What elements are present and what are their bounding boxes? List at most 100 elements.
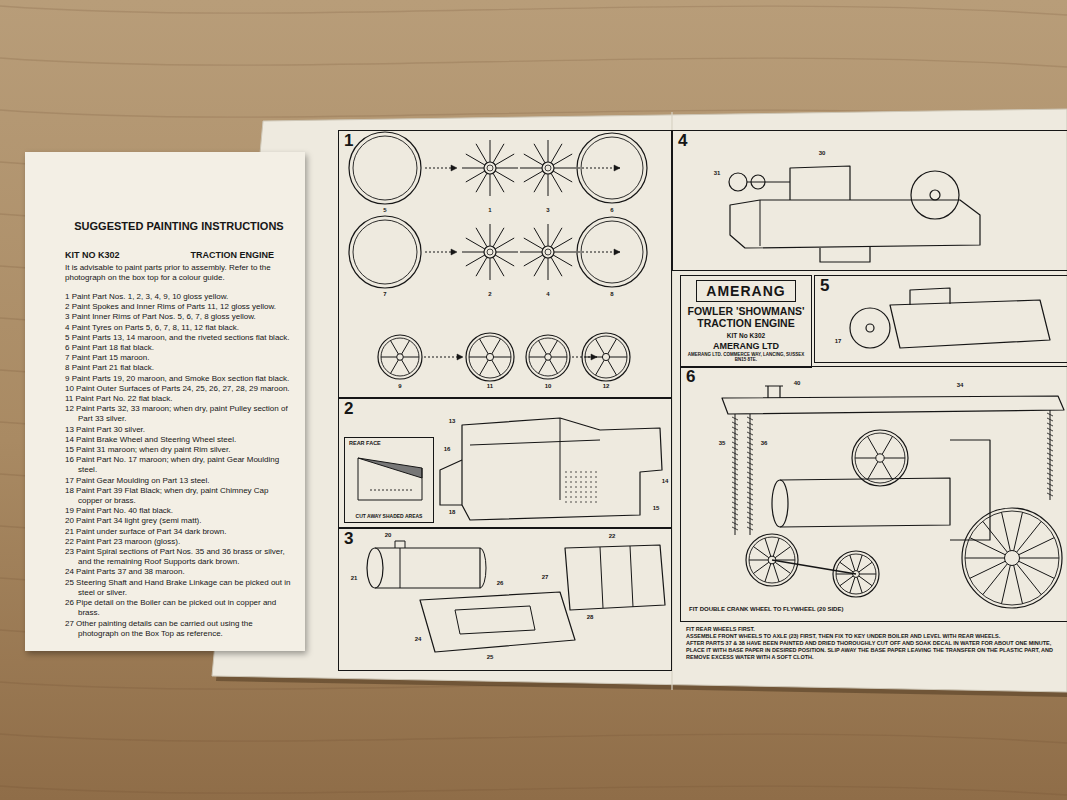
tender-detail: [600, 546, 633, 608]
firebox-flap: [440, 460, 462, 505]
step-number: 3: [344, 530, 353, 547]
painting-step: 5 Paint Parts 13, 14 maroon, and the riv…: [65, 333, 293, 343]
kit-title: FOWLER 'SHOWMANS' TRACTION ENGINE: [685, 306, 807, 329]
callout-number: 25: [482, 654, 498, 660]
cut-line: [370, 490, 412, 491]
painting-step: 21 Paint under surface of Part 34 dark b…: [65, 527, 293, 537]
chassis-detail: [760, 200, 761, 246]
callout-number: 31: [709, 170, 725, 176]
rivet-dot: [580, 496, 581, 497]
flywheel: [876, 454, 884, 462]
wheel-spokes: [520, 140, 576, 196]
painting-step: 6 Paint Part 18 flat black.: [65, 343, 293, 353]
wood-grain: [0, 58, 1067, 67]
notes-block: FIT REAR WHEELS FIRST.ASSEMBLE FRONT WHE…: [686, 626, 1058, 660]
painting-step: 15 Paint 31 maroon; when dry paint Rim s…: [65, 445, 293, 455]
painting-step: 12 Paint Parts 32, 33 maroon; when dry, …: [65, 404, 293, 424]
wheel-hub: [542, 162, 554, 174]
painting-step: 4 Paint Tyres on Parts 5, 6, 7, 8, 11, 1…: [65, 323, 293, 333]
rivet-dot: [575, 496, 576, 497]
front-wheel: [469, 336, 511, 378]
rivet-dot: [590, 496, 591, 497]
rivet-dot: [565, 501, 566, 502]
rivet-dot: [565, 496, 566, 497]
callout-number: 8: [604, 291, 620, 297]
rear-wheel: [1005, 551, 1020, 566]
rear-face-outline: [358, 458, 422, 500]
rivet-dot: [575, 471, 576, 472]
front-wheel: [381, 341, 419, 374]
front-wheel: [526, 335, 570, 379]
gear-wheel: [729, 173, 747, 191]
step-panel: 5: [814, 275, 1067, 363]
assembly-note: ASSEMBLE FRONT WHEELS TO AXLE (23) FIRST…: [686, 633, 1058, 640]
instruction-card: SUGGESTED PAINTING INSTRUCTIONSKIT NO K3…: [25, 152, 305, 651]
company-address: AMERANG LTD. COMMERCE WAY, LANCING, SUSS…: [685, 353, 807, 363]
roof-support: [735, 414, 736, 535]
rear-wheel: [965, 511, 1059, 605]
callout-number: 40: [789, 380, 805, 386]
engine-body: [890, 300, 1050, 348]
rivet-dot: [595, 476, 596, 477]
flywheel: [911, 171, 959, 219]
rivet-dot: [580, 481, 581, 482]
roof-support: [750, 414, 751, 535]
step-number: 4: [678, 132, 687, 149]
wheel-hub: [487, 165, 493, 171]
smoke-box: [772, 480, 788, 527]
company-name: AMERANG LTD: [685, 341, 807, 351]
arrow-head: [591, 354, 597, 360]
rivet-dot: [590, 491, 591, 492]
rivet-dot: [595, 486, 596, 487]
front-axle: [772, 560, 856, 574]
mounting-block: [820, 247, 870, 262]
assembly-note: AFTER PARTS 37 & 38 HAVE BEEN PAINTED AN…: [686, 640, 1058, 661]
painting-step: 7 Paint Part 15 maroon.: [65, 353, 293, 363]
step-panel: 1: [338, 130, 672, 398]
rivet-dot: [570, 486, 571, 487]
chassis-part: [730, 200, 980, 248]
assembly-note: FIT REAR WHEELS FIRST.: [686, 626, 1058, 633]
rivet-dot: [580, 471, 581, 472]
wheel-hub: [542, 246, 554, 258]
rivet-dot: [595, 501, 596, 502]
rivet-dot: [590, 471, 591, 472]
cylinder-block: [790, 166, 850, 200]
painting-step: 10 Paint Outer Surfaces of Parts 24, 25,…: [65, 384, 293, 394]
card-heading: SUGGESTED PAINTING INSTRUCTIONS: [65, 220, 293, 232]
step-panel: 2REAR FACECUT AWAY SHADED AREAS: [338, 398, 672, 528]
rivet-dot: [585, 476, 586, 477]
wheel-tyre: [577, 217, 647, 287]
wood-grain: [0, 786, 1067, 795]
callout-number: 4: [540, 291, 556, 297]
boiler-end: [480, 548, 486, 588]
rivet-dot: [565, 486, 566, 487]
rivet-dot: [595, 471, 596, 472]
rivet-dot: [585, 481, 586, 482]
arrow-head: [614, 249, 620, 255]
wheel-hub: [484, 246, 496, 258]
inset-box: REAR FACECUT AWAY SHADED AREAS: [344, 437, 434, 523]
rivet-dot: [580, 501, 581, 502]
rivet-dot: [565, 491, 566, 492]
wheel-hub: [487, 249, 493, 255]
flywheel: [855, 436, 905, 479]
intro-text: It is advisable to paint parts prior to …: [65, 263, 293, 283]
callout-number: 3: [540, 207, 556, 213]
rivet-dot: [590, 501, 591, 502]
platform-part: [420, 592, 575, 652]
callout-number: 12: [598, 383, 614, 389]
brand-name: AMERANG: [706, 284, 785, 298]
wheel-spokes: [462, 140, 518, 196]
chimney-base: [395, 541, 405, 548]
painting-step: 1 Paint Part Nos. 1, 2, 3, 4, 9, 10 glos…: [65, 292, 293, 302]
firebox-detail: [470, 418, 600, 500]
front-wheel: [466, 333, 514, 381]
callout-number: 26: [492, 580, 508, 586]
rivet-dot: [585, 491, 586, 492]
assembly-note: FIT DOUBLE CRANK WHEEL TO FLYWHEEL (20 S…: [689, 606, 843, 613]
rear-wheel: [965, 512, 1059, 604]
step-number: 1: [344, 132, 353, 149]
inset-caption: CUT AWAY SHADED AREAS: [345, 514, 433, 519]
front-wheel: [529, 338, 567, 376]
